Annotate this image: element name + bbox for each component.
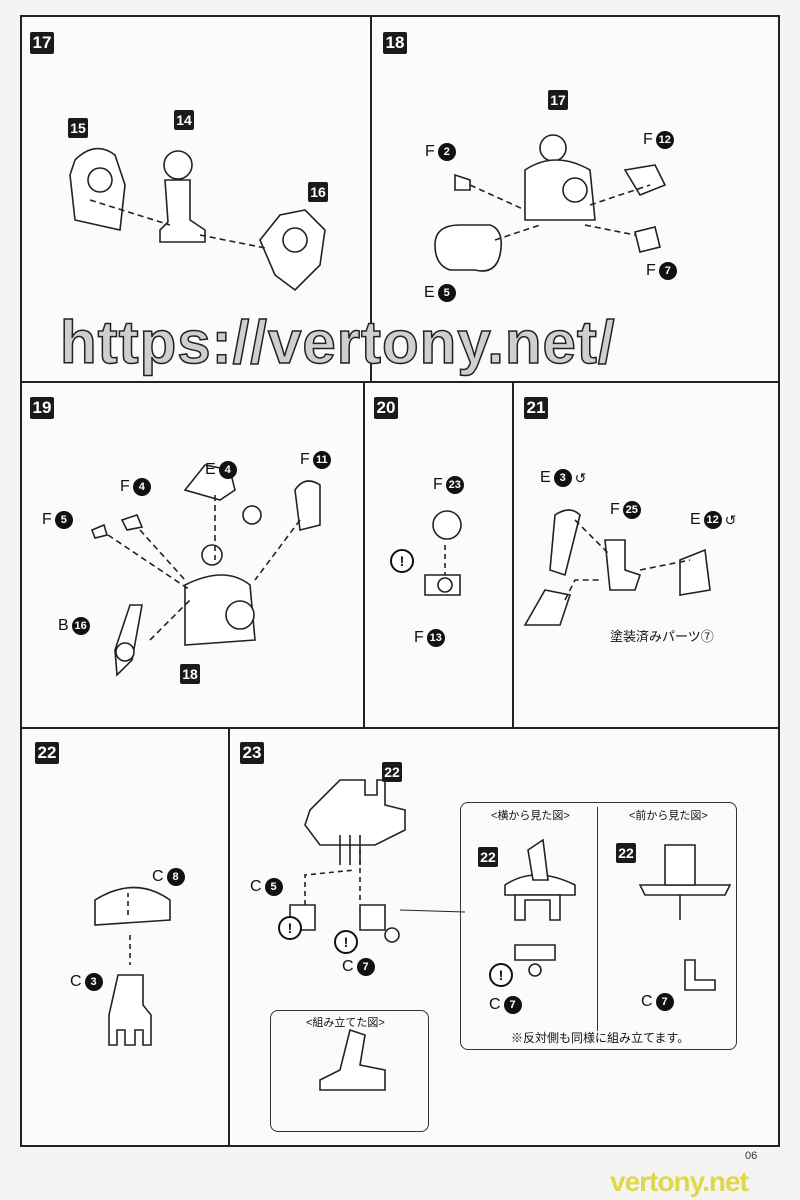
part-ref: 15 — [68, 118, 88, 138]
step-number: 19 — [30, 397, 54, 419]
step-23-panel — [228, 727, 780, 1147]
part-ref: 22 — [478, 847, 498, 867]
caution-icon: ! — [278, 916, 302, 940]
caution-icon: ! — [390, 549, 414, 573]
hook-icon: ↺ — [724, 511, 737, 528]
assembled-view-title: <組み立てた図> — [306, 1017, 385, 1029]
caution-icon: ! — [334, 930, 358, 954]
step-number: 23 — [240, 742, 264, 764]
step-number: 18 — [383, 32, 407, 54]
step-22-panel — [20, 727, 230, 1147]
part-ref: 17 — [548, 90, 568, 110]
assembled-view-box: <組み立てた図> — [270, 1010, 429, 1132]
hook-icon: ↺ — [574, 469, 587, 486]
step-number: 20 — [374, 397, 398, 419]
step-number: 21 — [524, 397, 548, 419]
painted-parts-note: 塗装済みパーツ⑦ — [610, 629, 714, 644]
side-view-title: <横から見た図> — [491, 810, 570, 822]
page-number: 06 — [745, 1150, 758, 1162]
assembly-note: ※反対側も同様に組み立てます。 — [511, 1031, 690, 1045]
footer-watermark: vertony.net — [610, 1166, 749, 1197]
part-ref: 22 — [382, 762, 402, 782]
watermark-url: https://vertony.net/ — [59, 309, 616, 376]
part-ref: 18 — [180, 664, 200, 684]
caution-icon: ! — [489, 963, 513, 987]
step-number: 22 — [35, 742, 59, 764]
front-view-title: <前から見た図> — [629, 810, 708, 822]
part-ref: 22 — [616, 843, 636, 863]
part-ref: 14 — [174, 110, 194, 130]
step-number: 17 — [30, 32, 54, 54]
part-ref: 16 — [308, 182, 328, 202]
